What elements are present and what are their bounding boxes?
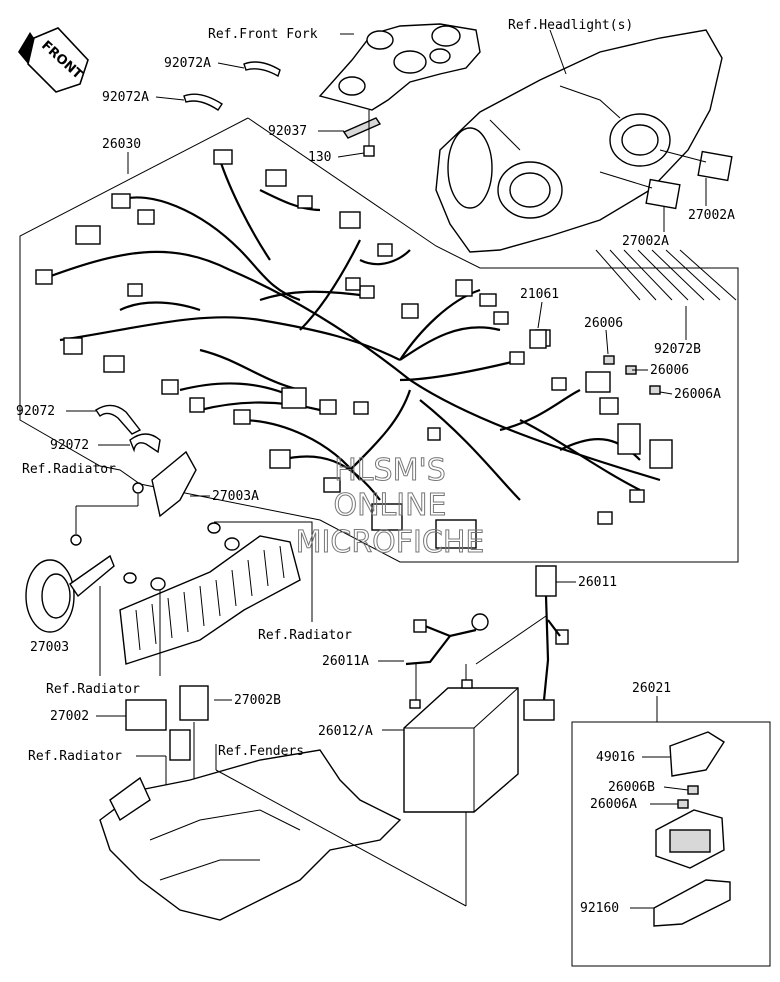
horn-27003	[25, 554, 115, 633]
label-27002: 27002	[50, 709, 89, 724]
label-26006A-1: 26006A	[674, 387, 721, 402]
label-ref-front-fork: Ref.Front Fork	[208, 27, 318, 42]
label-26006A-2: 26006A	[590, 797, 637, 812]
part-labels: Ref.Front Fork Ref.Headlight(s) 92072A 9…	[16, 18, 735, 916]
relay-27002B	[179, 685, 209, 721]
main-wiring-harness	[39, 159, 661, 501]
grommet-3	[123, 572, 137, 584]
label-21061: 21061	[520, 287, 559, 302]
label-92072A-2: 92072A	[102, 90, 149, 105]
plate-92037	[342, 117, 382, 139]
harness-group-outline	[19, 117, 739, 563]
label-ref-fenders: Ref.Fenders	[218, 744, 304, 759]
cover-92160	[653, 879, 731, 927]
headlight-assembly	[435, 29, 733, 253]
front-fork-clamp	[318, 23, 481, 111]
watermark-line-2: ONLINE	[333, 488, 446, 523]
fuse-26006B	[687, 785, 699, 795]
label-92037: 92037	[268, 124, 307, 139]
bolt-130	[363, 145, 375, 157]
battery-26012A	[403, 679, 519, 813]
fuse-26006A-1	[649, 385, 661, 395]
radiator	[119, 535, 301, 665]
label-26011A: 26011A	[322, 654, 369, 669]
rear-fender-undertray	[99, 749, 402, 921]
label-27003A: 27003A	[212, 489, 259, 504]
grommet-1	[207, 522, 221, 534]
front-arrow-icon: FRONT	[18, 27, 89, 93]
leader-lines	[66, 29, 707, 909]
label-92072B: 92072B	[654, 342, 701, 357]
watermark: HLSM'S ONLINE MICROFICHE	[295, 453, 485, 561]
cover-49016	[669, 731, 725, 777]
label-130: 130	[308, 150, 331, 165]
fuse-26006-1	[603, 355, 615, 365]
socket-27002	[169, 729, 191, 761]
clamp-92072-1	[95, 404, 142, 435]
label-26012A: 26012/A	[318, 724, 373, 739]
label-27002A-1: 27002A	[688, 208, 735, 223]
label-27002A-2: 27002A	[622, 234, 669, 249]
label-26006B: 26006B	[608, 780, 655, 795]
label-26030: 26030	[102, 137, 141, 152]
band-92072A-lower	[183, 93, 223, 111]
label-92072-1: 92072	[16, 404, 55, 419]
label-ref-radiator-3: Ref.Radiator	[46, 682, 140, 697]
watermark-line-1: HLSM'S	[334, 453, 446, 488]
grommet-2	[224, 537, 240, 551]
fuse-box	[655, 809, 725, 869]
label-ref-radiator-2: Ref.Radiator	[258, 628, 352, 643]
label-ref-radiator-1: Ref.Radiator	[22, 462, 116, 477]
fuse-26006A-2	[677, 799, 689, 809]
bolt-lower	[70, 534, 82, 546]
tie-92072B	[595, 249, 737, 301]
label-26021: 26021	[632, 681, 671, 696]
label-ref-headlights: Ref.Headlight(s)	[508, 18, 633, 33]
relay-27002	[125, 699, 167, 731]
group-26021-box	[571, 721, 771, 967]
label-26006-1: 26006	[584, 316, 623, 331]
label-49016: 49016	[596, 750, 635, 765]
label-27002B: 27002B	[234, 693, 281, 708]
battery-cable-26011A	[405, 613, 489, 666]
label-27003: 27003	[30, 640, 69, 655]
battery-cable-26011	[523, 565, 569, 721]
label-ref-radiator-4: Ref.Radiator	[28, 749, 122, 764]
watermark-line-3: MICROFICHE	[296, 525, 485, 560]
label-26011: 26011	[578, 575, 617, 590]
bolt-upper	[132, 482, 144, 494]
bracket-27003A	[151, 450, 197, 518]
clamp-92072-2	[129, 433, 161, 454]
label-92160: 92160	[580, 901, 619, 916]
label-26006-2: 26006	[650, 363, 689, 378]
label-92072A-1: 92072A	[164, 56, 211, 71]
relay-21061	[529, 329, 547, 349]
grommet-4	[150, 577, 166, 591]
label-92072-2: 92072	[50, 438, 89, 453]
band-92072A-upper	[243, 61, 281, 78]
